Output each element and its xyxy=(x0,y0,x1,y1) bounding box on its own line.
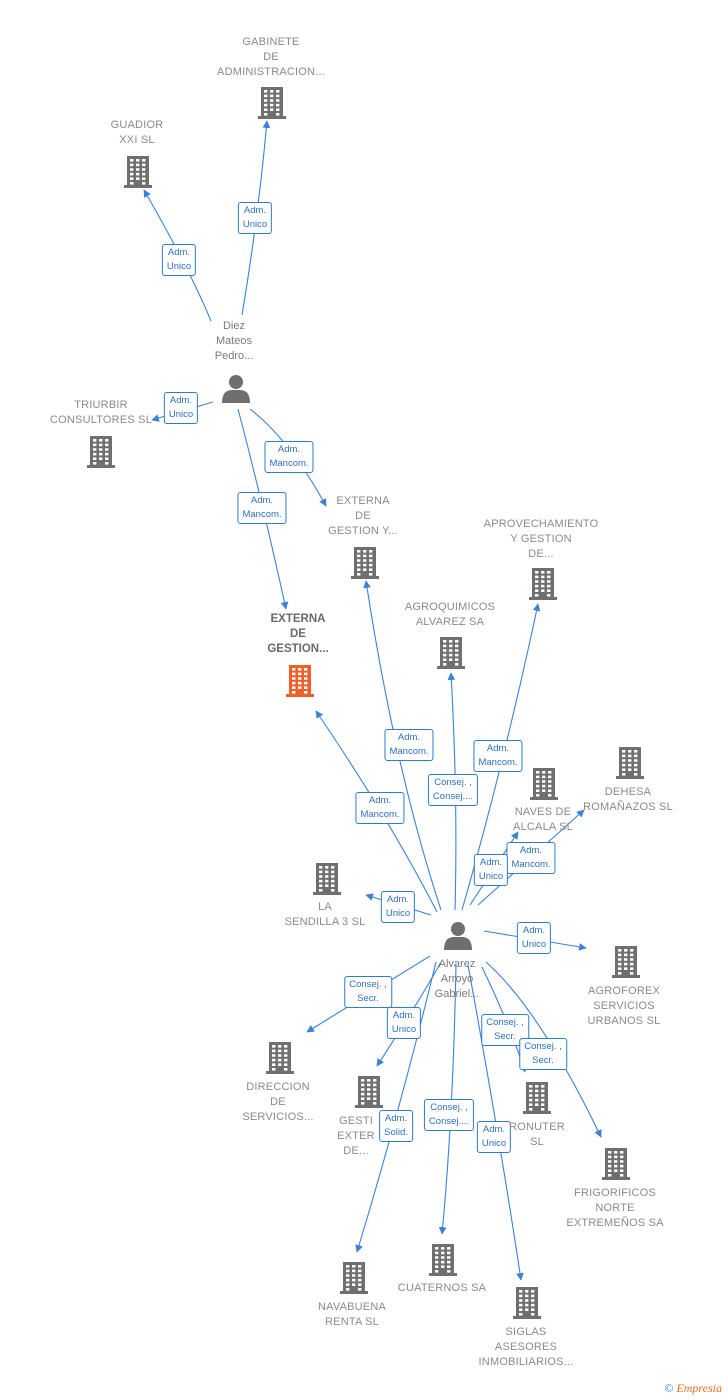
building-icon-agroquimicos[interactable] xyxy=(437,637,465,669)
building-icon-agroforex[interactable] xyxy=(612,946,640,978)
node-label-agroquimicos[interactable]: AGROQUIMICOS ALVAREZ SA xyxy=(404,601,496,628)
building-icon-externa_top[interactable] xyxy=(351,547,379,579)
building-icon-siglas[interactable] xyxy=(513,1287,541,1319)
edge-alvarez-to-frigorificos xyxy=(485,961,602,1138)
building-icon-frigorificos[interactable] xyxy=(602,1148,630,1180)
node-label-naves[interactable]: NAVES DE ALCALA SL xyxy=(513,806,573,833)
node-label-navabuena[interactable]: NAVABUENA RENTA SL xyxy=(317,1301,387,1328)
node-label-agroforex[interactable]: AGROFOREX SERVICIOS URBANOS SL xyxy=(587,985,661,1027)
edge-label-alvarez-to-cuaternos[interactable]: Consej. , Consej.... xyxy=(423,1099,475,1131)
building-icon-aprovechamiento[interactable] xyxy=(529,568,557,600)
edge-label-alvarez-to-dehesa[interactable]: Adm. Mancom. xyxy=(506,842,556,874)
node-label-externa_top[interactable]: EXTERNA DE GESTION Y... xyxy=(328,495,398,537)
nodes-layer xyxy=(87,87,644,1319)
edge-label-alvarez-to-externa_top[interactable]: Adm. Mancom. xyxy=(384,729,434,761)
edge-label-alvarez-to-aprovechamiento[interactable]: Adm. Mancom. xyxy=(473,740,523,772)
building-icon-guadior[interactable] xyxy=(124,156,152,188)
building-icon-gesti[interactable] xyxy=(355,1076,383,1108)
building-icon-cuaternos[interactable] xyxy=(429,1244,457,1276)
node-label-ronuter[interactable]: RONUTER SL xyxy=(509,1121,565,1148)
edge-label-diez-to-externa_top[interactable]: Adm. Mancom. xyxy=(264,441,314,473)
brand-logo[interactable]: Empresia xyxy=(676,1381,722,1395)
edge-alvarez-to-navabuena xyxy=(355,961,437,1253)
node-label-direccion[interactable]: DIRECCION DE SERVICIOS... xyxy=(242,1081,314,1123)
node-label-dehesa[interactable]: DEHESA ROMAÑAZOS SL xyxy=(583,786,673,813)
node-label-gabinete[interactable]: GABINETE DE ADMINISTRACION... xyxy=(217,36,325,78)
edge-label-alvarez-to-externa_focus[interactable]: Adm. Mancom. xyxy=(355,792,405,824)
node-label-sendilla[interactable]: LA SENDILLA 3 SL xyxy=(284,901,366,928)
edge-label-alvarez-to-navabuena[interactable]: Adm. Solid. xyxy=(379,1110,413,1142)
edge-label-diez-to-externa_focus[interactable]: Adm. Mancom. xyxy=(237,492,287,524)
building-icon-ronuter[interactable] xyxy=(523,1082,551,1114)
edge-label-alvarez-to-naves[interactable]: Adm. Unico xyxy=(473,854,509,886)
edge-label-diez-to-guadior[interactable]: Adm. Unico xyxy=(161,244,197,276)
edge-label-diez-to-gabinete[interactable]: Adm. Unico xyxy=(237,202,273,234)
building-icon-naves[interactable] xyxy=(530,768,558,800)
edge-label-alvarez-to-direccion[interactable]: Consej. , Secr. xyxy=(344,976,392,1008)
copyright-icon: © xyxy=(664,1381,674,1395)
building-icon-externa_focus[interactable] xyxy=(286,665,314,697)
node-label-aprovechamiento[interactable]: APROVECHAMIENTO Y GESTION DE... xyxy=(483,518,599,560)
building-icon-triurbir[interactable] xyxy=(87,436,115,468)
node-label-diez[interactable]: Diez Mateos Pedro... xyxy=(214,320,254,362)
person-icon-alvarez[interactable] xyxy=(444,922,472,950)
node-label-siglas[interactable]: SIGLAS ASESORES INMOBILIARIOS... xyxy=(478,1326,574,1368)
building-icon-dehesa[interactable] xyxy=(616,747,644,779)
node-label-guadior[interactable]: GUADIOR XXI SL xyxy=(110,119,164,146)
node-label-alvarez[interactable]: Alvarez Arroyo Gabriel... xyxy=(434,958,480,1000)
edge-label-alvarez-to-agroquimicos[interactable]: Consej. , Consej.... xyxy=(427,774,479,806)
node-label-externa_focus[interactable]: EXTERNA DE GESTION... xyxy=(267,613,329,655)
building-icon-navabuena[interactable] xyxy=(340,1262,368,1294)
building-icon-sendilla[interactable] xyxy=(313,863,341,895)
node-label-gesti[interactable]: GESTI EXTER DE... xyxy=(337,1115,375,1157)
edge-label-alvarez-to-gesti[interactable]: Adm. Unico xyxy=(386,1007,422,1039)
node-label-triurbir[interactable]: TRIURBIR CONSULTORES SL xyxy=(49,399,153,426)
edge-label-diez-to-triurbir[interactable]: Adm. Unico xyxy=(163,392,199,424)
building-icon-direccion[interactable] xyxy=(266,1042,294,1074)
edge-label-alvarez-to-sendilla[interactable]: Adm. Unico xyxy=(380,891,416,923)
edge-label-alvarez-to-frigorificos[interactable]: Consej. , Secr. xyxy=(519,1038,567,1070)
building-icon-gabinete[interactable] xyxy=(258,87,286,119)
person-icon-diez[interactable] xyxy=(222,375,250,403)
footer: © Empresia xyxy=(664,1381,722,1396)
edge-label-alvarez-to-agroforex[interactable]: Adm. Unico xyxy=(516,922,552,954)
node-label-cuaternos[interactable]: CUATERNOS SA xyxy=(397,1282,487,1294)
edge-label-alvarez-to-siglas[interactable]: Adm. Unico xyxy=(476,1121,512,1153)
node-label-frigorificos[interactable]: FRIGORIFICOS NORTE EXTREMEÑOS SA xyxy=(566,1187,664,1229)
